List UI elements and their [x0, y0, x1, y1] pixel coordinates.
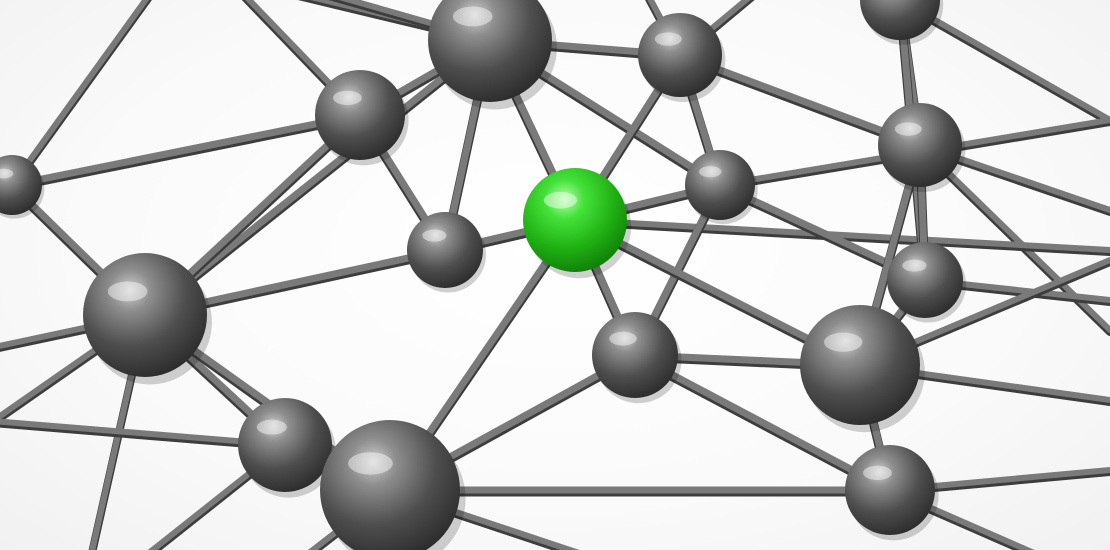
green-sphere — [523, 168, 627, 272]
sphere-highlight — [902, 259, 927, 272]
gray-sphere — [315, 70, 405, 160]
gray-sphere — [0, 155, 42, 215]
highlighted-sphere-node — [523, 168, 632, 279]
sphere-highlight — [609, 331, 637, 346]
sphere-node — [845, 445, 939, 541]
connector-rod — [676, 51, 924, 149]
gray-sphere — [860, 0, 940, 40]
gray-sphere — [407, 212, 483, 288]
sphere-highlight — [0, 168, 14, 179]
connector-rod — [897, 0, 1110, 123]
gray-sphere — [83, 253, 207, 377]
sphere-highlight — [333, 90, 362, 106]
sphere-node — [83, 253, 212, 385]
gray-sphere — [320, 420, 460, 550]
sphere-node — [238, 398, 336, 498]
sphere-highlight — [654, 32, 682, 46]
gray-sphere — [238, 398, 332, 492]
sphere-highlight — [863, 465, 892, 481]
gray-sphere — [800, 305, 920, 425]
sphere-node — [592, 312, 682, 404]
connector-rod — [0, 418, 288, 448]
sphere-highlight — [422, 229, 447, 242]
sphere-node — [685, 150, 758, 225]
sphere-highlight — [543, 191, 578, 209]
gray-sphere — [592, 312, 678, 398]
sphere-node — [0, 155, 45, 219]
gray-sphere — [845, 445, 935, 535]
connector-rod — [9, 0, 150, 188]
sphere-node — [638, 13, 726, 103]
sphere-node — [887, 242, 967, 323]
sphere-highlight — [256, 419, 287, 435]
sphere-highlight — [824, 332, 863, 352]
sphere-highlight — [699, 166, 722, 178]
sphere-node — [860, 0, 944, 45]
gray-sphere — [638, 13, 722, 97]
connector-rod — [572, 217, 1110, 253]
gray-sphere — [428, 0, 552, 102]
sphere-node — [320, 420, 466, 550]
sphere-highlight — [348, 452, 393, 475]
sphere-node — [878, 103, 966, 193]
sphere-node — [407, 212, 487, 293]
sphere-node — [428, 0, 557, 110]
connector-rod — [631, 351, 894, 494]
gray-sphere — [887, 242, 963, 318]
sphere-highlight — [894, 122, 922, 136]
gray-sphere — [685, 150, 755, 220]
gray-sphere — [878, 103, 962, 187]
sphere-node — [315, 70, 409, 166]
sphere-highlight — [452, 6, 493, 27]
sphere-highlight — [107, 281, 148, 302]
sphere-nodes — [0, 0, 967, 550]
sphere-node — [800, 305, 925, 433]
connector-rod — [8, 111, 364, 189]
